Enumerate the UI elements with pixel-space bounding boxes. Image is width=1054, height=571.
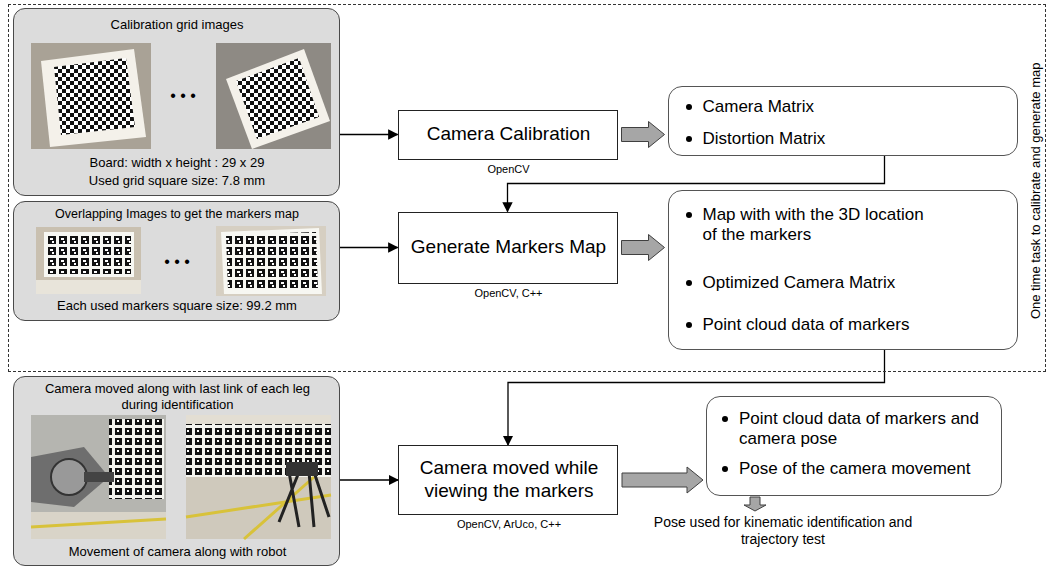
panel-caption: Movement of camera along with robot [14,544,341,560]
ellipsis: • • • [163,86,203,105]
output-item: Optimized Camera Matrix [703,273,1003,293]
region-label: One time task to calibrate and generate … [1028,63,1044,320]
output-box: Point cloud data of markers and camera p… [706,396,1002,496]
connector-arrow [340,134,398,135]
process-title: Camera moved while viewing the markers [409,457,609,503]
panel-title: Overlapping Images to get the markers ma… [14,207,341,222]
bullet-dot [686,280,692,286]
block-arrow [622,122,665,148]
bullet-dot [722,416,728,422]
connector-arrow [340,479,398,480]
input-panel: Camera moved along with last link of eac… [13,376,340,566]
output-item: Map with with the 3D location of the mar… [703,205,938,246]
task-region: One time task to calibrate and generate … [8,4,1046,372]
bullet-dot [686,136,692,142]
bullet-dot [686,104,692,110]
block-arrow [622,235,665,261]
process-box: Camera CalibrationOpenCV [398,110,618,160]
block-arrow [622,467,703,493]
output-item: Point cloud data of markers [703,315,1009,335]
spec-text: Used grid square size: 7.8 mm [14,173,341,189]
process-box: Camera moved while viewing the markersOp… [398,445,618,515]
panel-title: Camera moved along with last link of eac… [34,381,321,412]
output-item: Distortion Matrix [703,129,1003,149]
tool-caption: OpenCV, ArUco, C++ [399,518,619,531]
output-box: Map with with the 3D location of the mar… [668,190,1018,350]
output-item: Camera Matrix [703,97,1003,117]
process-title: Camera Calibration [407,123,611,146]
block-arrow-down [744,497,766,511]
connector-arrow [340,247,398,248]
panel-title: Calibration grid images [14,17,341,33]
process-box: Generate Markers MapOpenCV, C++ [398,212,618,284]
spec-text: Board: width x height : 29 x 29 [14,155,341,171]
tool-caption: OpenCV [399,163,619,176]
ellipsis: • • • [157,252,197,271]
bullet-dot [686,322,692,328]
output-item: Pose of the camera movement [739,459,997,479]
bullet-dot [686,212,692,218]
bullet-dot [722,466,728,472]
note-text: Pose used for kinematic identification a… [638,514,928,548]
output-box: Camera MatrixDistortion Matrix [668,86,1018,156]
output-item: Point cloud data of markers and camera p… [739,409,997,450]
process-title: Generate Markers Map [407,236,611,259]
spec-text: Each used markers square size: 99.2 mm [14,298,341,314]
tool-caption: OpenCV, C++ [399,287,619,300]
